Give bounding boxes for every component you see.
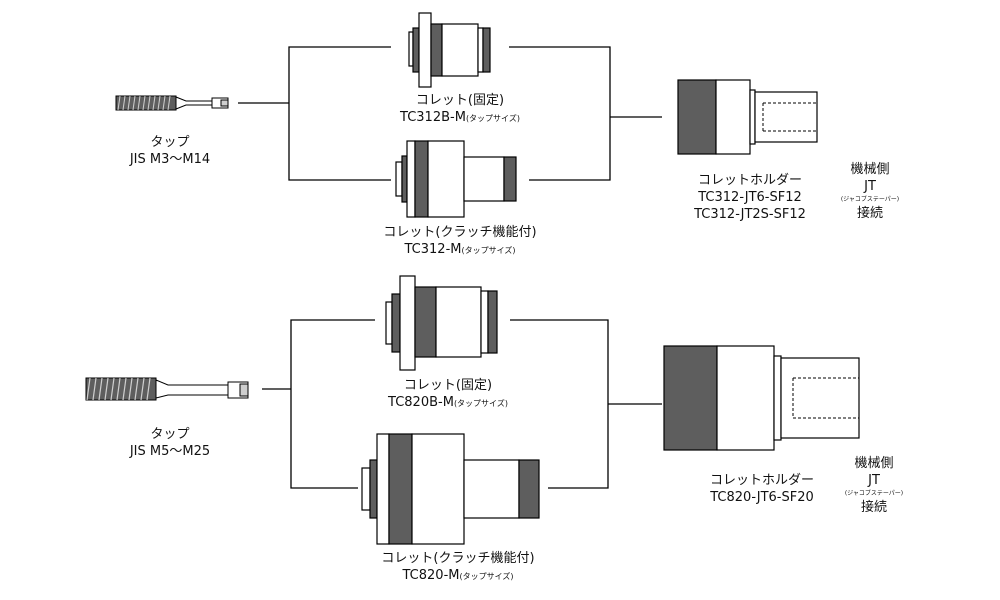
top-fixed-collet-model: TC312B-M <box>400 110 466 125</box>
bottom-machine-label: 機械側 JT (ジャコブステーパー) 接続 <box>834 455 914 516</box>
bottom-machine-side: 機械側 <box>854 456 894 471</box>
bottom-tap-title: タップ <box>150 427 190 442</box>
bottom-clutch-collet-note: (タップサイズ) <box>459 572 514 581</box>
top-clutch-collet-model: TC312-M <box>404 242 462 257</box>
bottom-clutch-collet-image <box>361 433 540 545</box>
top-holder-name: コレットホルダー <box>697 173 802 188</box>
bottom-tap-label: タップ JIS M5～M25 <box>100 426 240 460</box>
bottom-clutch-collet-model: TC820-M <box>402 568 460 583</box>
top-holder-image <box>677 79 818 155</box>
bottom-holder-model-1: TC820-JT6-SF20 <box>710 490 814 505</box>
bottom-fixed-collet-image <box>385 275 498 371</box>
bottom-machine-taper: (ジャコブステーパー) <box>844 490 904 497</box>
bottom-connector-lines <box>262 319 662 489</box>
top-clutch-collet-note: (タップサイズ) <box>461 246 516 255</box>
top-clutch-collet-image <box>395 140 517 218</box>
top-tap-label: タップ JIS M3～M14 <box>100 134 240 168</box>
bottom-tap-image <box>85 377 249 401</box>
bottom-holder-label: コレットホルダー TC820-JT6-SF20 <box>672 472 852 506</box>
bottom-holder-name: コレットホルダー <box>709 473 814 488</box>
top-machine-side: 機械側 <box>850 162 890 177</box>
bottom-holder-image <box>663 345 860 451</box>
bottom-clutch-collet-label: コレット(クラッチ機能付) TC820-M(タップサイズ) <box>338 550 578 585</box>
top-clutch-collet-name: コレット(クラッチ機能付) <box>383 225 537 240</box>
top-fixed-collet-note: (タップサイズ) <box>465 114 520 123</box>
top-fixed-collet-name: コレット(固定) <box>415 93 505 108</box>
bottom-fixed-collet-note: (タップサイズ) <box>453 399 508 408</box>
top-fixed-collet-image <box>408 12 491 88</box>
bottom-machine-connection: 接続 <box>860 500 887 515</box>
top-holder-model-1: TC312-JT6-SF12 <box>698 190 802 205</box>
top-holder-label: コレットホルダー TC312-JT6-SF12 TC312-JT2S-SF12 <box>660 172 840 223</box>
bottom-tap-range: JIS M5～M25 <box>129 444 211 459</box>
top-tap-image <box>115 95 229 111</box>
bottom-fixed-collet-model: TC820B-M <box>388 395 454 410</box>
bottom-clutch-collet-name: コレット(クラッチ機能付) <box>381 551 535 566</box>
top-clutch-collet-label: コレット(クラッチ機能付) TC312-M(タップサイズ) <box>340 224 580 259</box>
top-machine-jt: JT <box>864 179 876 194</box>
top-holder-model-2: TC312-JT2S-SF12 <box>694 207 806 222</box>
top-machine-connection: 接続 <box>856 206 883 221</box>
top-tap-range: JIS M3～M14 <box>129 152 211 167</box>
top-machine-taper: (ジャコブステーパー) <box>840 196 900 203</box>
top-tap-title: タップ <box>150 135 190 150</box>
top-fixed-collet-label: コレット(固定) TC312B-M(タップサイズ) <box>360 92 560 127</box>
top-connector-lines <box>238 46 662 181</box>
top-machine-label: 機械側 JT (ジャコブステーパー) 接続 <box>830 161 910 222</box>
bottom-fixed-collet-label: コレット(固定) TC820B-M(タップサイズ) <box>348 377 548 412</box>
bottom-fixed-collet-name: コレット(固定) <box>403 378 493 393</box>
bottom-machine-jt: JT <box>868 473 880 488</box>
